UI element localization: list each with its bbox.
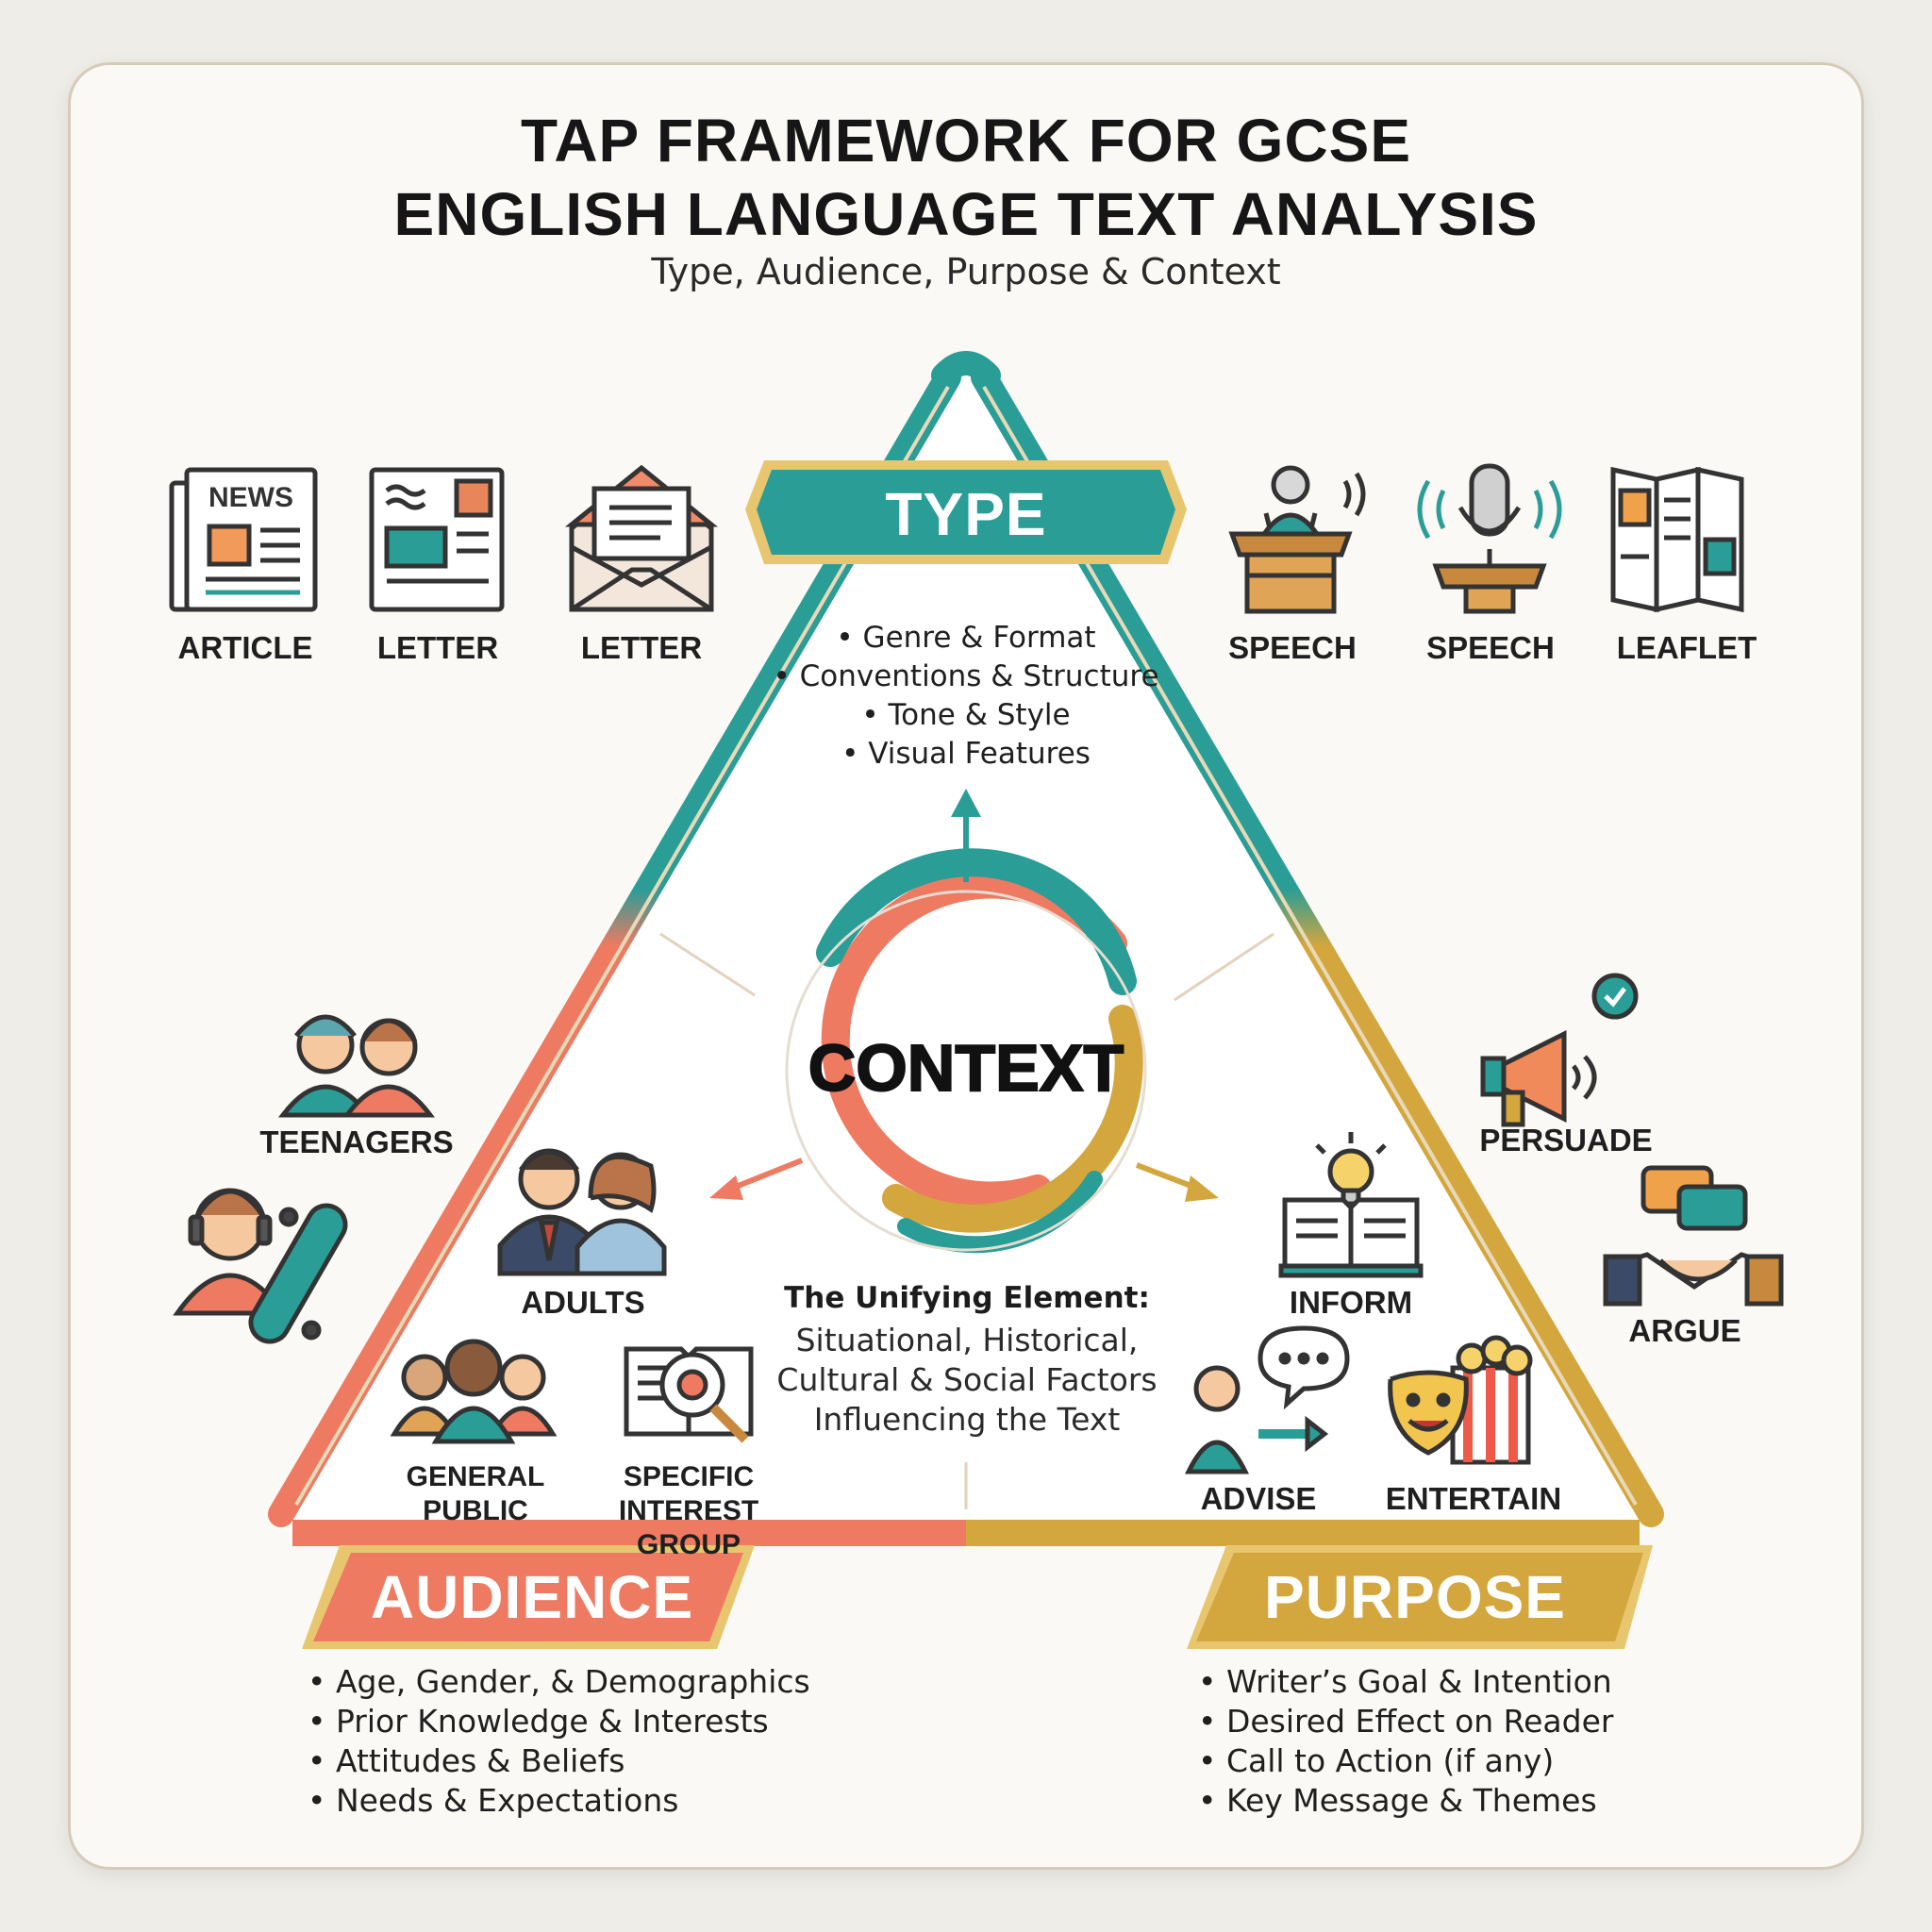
type-banner <box>745 460 1187 564</box>
advice-speech-icon <box>1185 1325 1350 1474</box>
purpose-label-entertain: ENTERTAIN <box>1385 1481 1562 1516</box>
megaphone-icon <box>1480 973 1639 1127</box>
type-banner-label: TYPE <box>885 480 1047 548</box>
type-bullet-list: • Genre & Format • Conventions & Structu… <box>730 619 1202 774</box>
svg-text:NEWS: NEWS <box>208 482 293 513</box>
purpose-label-persuade: PERSUADE <box>1479 1123 1653 1158</box>
theatre-masks-icon <box>1388 1335 1533 1465</box>
purpose-label-advise: ADVISE <box>1200 1481 1317 1516</box>
purpose-banner-label: PURPOSE <box>1264 1563 1566 1631</box>
group-icon <box>390 1339 558 1444</box>
unifying-element-description: Situational, Historical, Cultural & Soci… <box>776 1322 1158 1438</box>
leaflet-icon <box>1610 466 1744 613</box>
type-label-letter: LETTER <box>376 630 499 665</box>
skateboarder-icon <box>173 1188 348 1344</box>
type-bullet: • Visual Features <box>841 737 1091 771</box>
audience-label-general-public: GENERAL PUBLIC <box>406 1461 545 1526</box>
type-bullet: • Genre & Format <box>836 621 1096 655</box>
audience-bullet: • Prior Knowledge & Interests <box>308 1703 769 1740</box>
book-lightbulb-icon <box>1278 1132 1424 1278</box>
type-label-letter-envelope: LETTER <box>580 630 703 665</box>
envelope-icon <box>564 464 719 612</box>
purpose-bullet: • Writer’s Goal & Intention <box>1198 1663 1612 1700</box>
subtitle: Type, Audience, Purpose & Context <box>651 251 1281 292</box>
purpose-bullet: • Call to Action (if any) <box>1198 1742 1555 1779</box>
title-line-1: TAP FRAMEWORK FOR GCSE <box>520 107 1412 175</box>
audience-label-adults: ADULTS <box>521 1285 645 1320</box>
book-magnifier-icon <box>624 1346 754 1443</box>
audience-bullet-list: • Age, Gender, & Demographics • Prior Kn… <box>308 1662 911 1821</box>
audience-bullet: • Needs & Expectations <box>308 1782 679 1819</box>
purpose-bullet: • Key Message & Themes <box>1198 1782 1597 1819</box>
podium-speaker-icon <box>1228 465 1366 614</box>
audience-bullet: • Age, Gender, & Demographics <box>308 1663 810 1700</box>
context-swirl-icon <box>785 848 1147 1254</box>
purpose-label-argue: ARGUE <box>1628 1313 1741 1348</box>
type-label-leaflet: LEAFLET <box>1616 630 1757 665</box>
type-label-speech: SPEECH <box>1228 630 1357 665</box>
teenagers-icon <box>277 1014 435 1118</box>
context-label: CONTEXT <box>808 1030 1124 1106</box>
context-arrows <box>709 789 1219 1202</box>
audience-bullet: • Attitudes & Beliefs <box>308 1742 625 1779</box>
audience-label-teenagers: TEENAGERS <box>259 1124 454 1159</box>
type-label-speech-mic: SPEECH <box>1426 630 1555 665</box>
title-line-2: ENGLISH LANGUAGE TEXT ANALYSIS <box>393 180 1539 248</box>
adults-icon <box>497 1148 667 1276</box>
audience-label-specific-interest-group: SPECIFIC INTEREST GROUP <box>618 1461 759 1560</box>
type-label-article: ARTICLE <box>177 630 313 665</box>
newspaper-icon: NEWS <box>169 467 318 612</box>
purpose-banner <box>1187 1545 1653 1649</box>
microphone-icon <box>1417 463 1562 614</box>
purpose-bullet: • Desired Effect on Reader <box>1198 1703 1614 1740</box>
type-bullet: • Tone & Style <box>861 698 1071 732</box>
audience-banner-label: AUDIENCE <box>370 1563 694 1631</box>
letter-page-icon <box>369 467 505 612</box>
audience-banner <box>302 1545 755 1649</box>
type-bullet: • Conventions & Structure <box>773 659 1159 693</box>
handshake-icon <box>1603 1165 1784 1307</box>
unifying-element-title: The Unifying Element: <box>784 1281 1150 1315</box>
section-dividers <box>659 932 1274 1509</box>
purpose-label-inform: INFORM <box>1289 1285 1413 1320</box>
purpose-bullet-list: • Writer’s Goal & Intention • Desired Ef… <box>1198 1662 1802 1821</box>
